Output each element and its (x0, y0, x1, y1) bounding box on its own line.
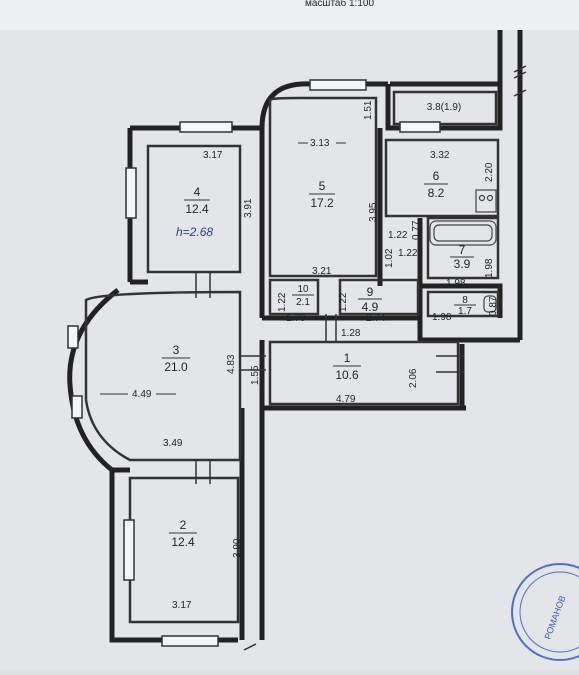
svg-text:3.21: 3.21 (312, 266, 332, 277)
svg-text:5: 5 (319, 179, 326, 193)
svg-text:1.98: 1.98 (484, 258, 495, 278)
svg-text:2: 2 (180, 518, 187, 532)
walls (67, 30, 523, 643)
svg-text:1.22: 1.22 (388, 230, 408, 241)
svg-text:2.1: 2.1 (296, 297, 310, 308)
svg-text:1.70: 1.70 (286, 313, 306, 324)
stove-icon (475, 189, 497, 213)
svg-text:2.20: 2.20 (484, 162, 495, 182)
svg-text:1.28: 1.28 (341, 328, 361, 339)
svg-text:3.9: 3.9 (454, 257, 471, 271)
room-3-label: 3 21.0 (162, 343, 190, 374)
svg-text:9: 9 (367, 285, 374, 299)
dimension-labels: 3.17 3.91 3.13 1.51 3.95 3.21 3.32 2.20 … (100, 100, 499, 611)
wall-break-marks (243, 65, 527, 651)
svg-text:1: 1 (344, 351, 351, 365)
svg-text:7: 7 (459, 243, 466, 257)
svg-text:2.06: 2.06 (408, 368, 419, 388)
bathtub-icon (429, 220, 497, 246)
room-5-label: 5 17.2 (309, 179, 335, 210)
svg-text:0.77: 0.77 (411, 220, 422, 240)
room-4-label: 4 12.4 (184, 185, 210, 216)
room-6-label: 6 8.2 (424, 169, 448, 200)
svg-text:3: 3 (173, 343, 180, 357)
ceiling-height-note: h=2.68 (176, 225, 213, 239)
svg-text:3.90: 3.90 (232, 538, 243, 558)
svg-text:1.22: 1.22 (338, 292, 349, 312)
svg-text:4.83: 4.83 (226, 354, 237, 374)
svg-text:6: 6 (433, 169, 440, 183)
room-9-label: 9 4.9 (358, 285, 382, 314)
room-labels: 4 12.4 5 17.2 6 8.2 7 3.9 8 1.7 9 4.9 (162, 102, 476, 549)
svg-text:1.22: 1.22 (398, 248, 418, 259)
svg-text:1.22: 1.22 (277, 292, 288, 312)
svg-text:3.13: 3.13 (310, 138, 330, 149)
svg-text:0.87: 0.87 (488, 296, 499, 316)
doors (195, 272, 464, 484)
svg-text:1.55: 1.55 (250, 365, 261, 385)
svg-text:12.4: 12.4 (185, 202, 209, 216)
svg-text:4.9: 4.9 (362, 300, 379, 314)
svg-text:10: 10 (297, 284, 309, 295)
toilet-icon (483, 295, 497, 313)
room-1-label: 1 10.6 (333, 351, 361, 382)
svg-text:1.7: 1.7 (458, 306, 472, 317)
svg-text:21.0: 21.0 (164, 360, 188, 374)
scale-header: масштаб 1:100 (305, 0, 374, 9)
svg-text:17.2: 17.2 (310, 196, 334, 210)
svg-text:3.17: 3.17 (172, 600, 192, 611)
room-7-label: 7 3.9 (450, 243, 474, 271)
windows (67, 79, 441, 647)
svg-text:1.51: 1.51 (363, 100, 374, 120)
balcony-area-label: 3.8(1.9) (427, 102, 461, 113)
svg-text:8: 8 (462, 295, 468, 306)
svg-text:4.79: 4.79 (336, 394, 356, 405)
svg-text:3.17: 3.17 (203, 150, 223, 161)
svg-text:10.6: 10.6 (335, 368, 359, 382)
svg-text:12.4: 12.4 (171, 535, 195, 549)
svg-text:2.74: 2.74 (366, 313, 386, 324)
svg-text:1.02: 1.02 (384, 248, 395, 268)
svg-text:8.2: 8.2 (428, 186, 445, 200)
fixtures (429, 189, 497, 313)
room-2-label: 2 12.4 (169, 518, 197, 549)
svg-text:3.95: 3.95 (368, 202, 379, 222)
svg-text:3.49: 3.49 (163, 438, 183, 449)
svg-text:4: 4 (194, 185, 201, 199)
room-8-label: 8 1.7 (454, 295, 476, 317)
svg-text:3.32: 3.32 (430, 150, 450, 161)
svg-text:4.49: 4.49 (132, 389, 152, 400)
svg-text:3.91: 3.91 (243, 198, 254, 218)
svg-text:1.98: 1.98 (446, 278, 466, 289)
svg-text:1.98: 1.98 (432, 312, 452, 323)
room-10-label: 10 2.1 (292, 284, 314, 308)
